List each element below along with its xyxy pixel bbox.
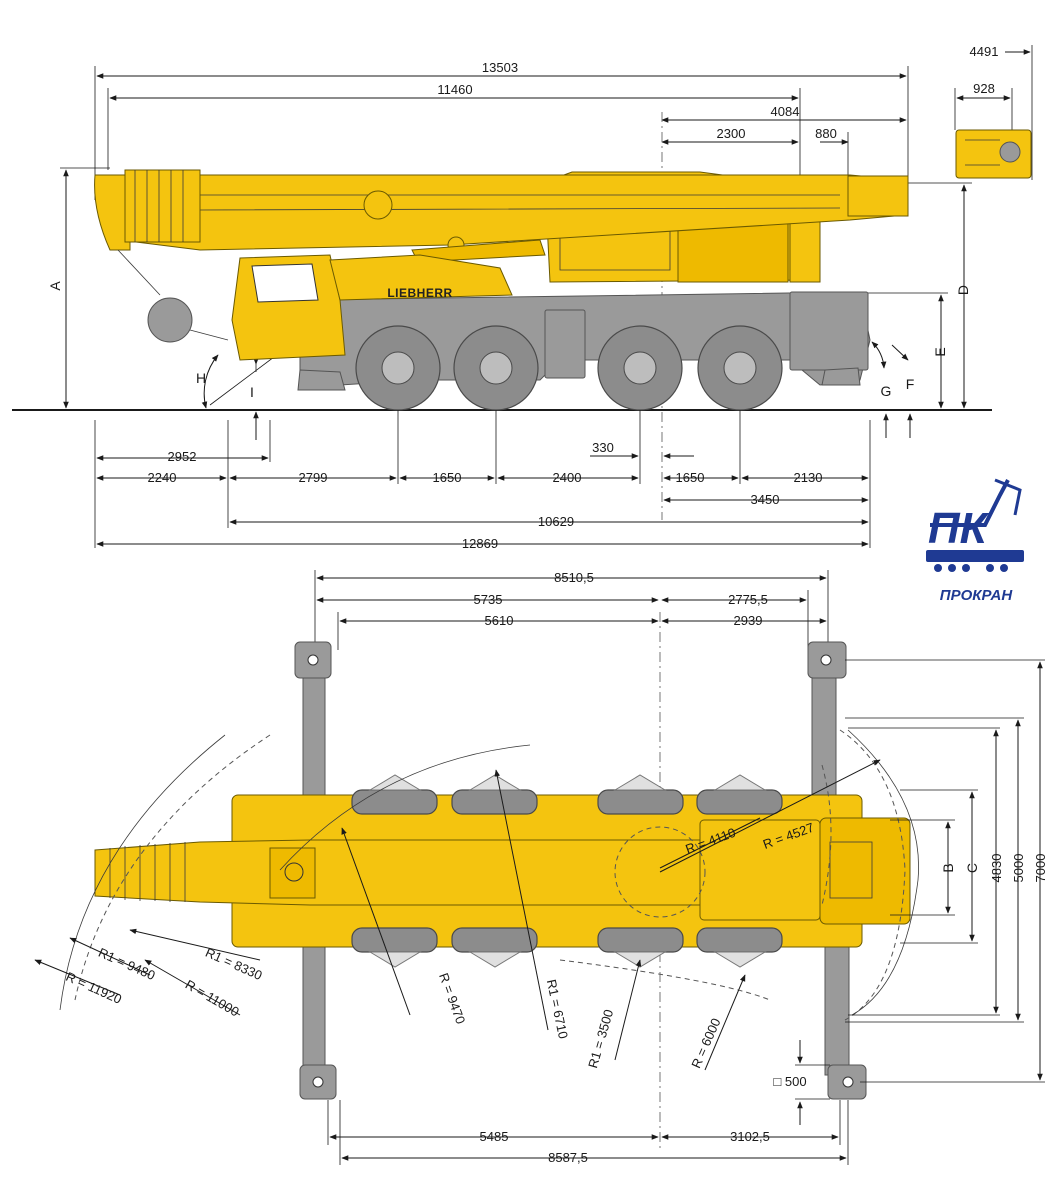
radius-r1-3500: R1 = 3500 bbox=[585, 1008, 616, 1070]
dim-label-d: D bbox=[955, 285, 971, 295]
dim-2799: 2799 bbox=[299, 470, 328, 485]
radius-11000: R = 11000 bbox=[183, 977, 242, 1020]
dim-10629: 10629 bbox=[538, 514, 574, 529]
dim-2130: 2130 bbox=[794, 470, 823, 485]
dim-330: 330 bbox=[592, 440, 614, 455]
top-tyres bbox=[351, 774, 783, 968]
dim-overall-length: 13503 bbox=[482, 60, 518, 75]
radius-r1-6710: R1 = 6710 bbox=[544, 978, 571, 1040]
top-view-top-dimensions bbox=[314, 570, 829, 650]
counterweight-top bbox=[819, 817, 911, 925]
top-view-bottom-dimensions bbox=[327, 1100, 849, 1165]
departure-angle-arc bbox=[871, 341, 887, 369]
dim-8587-5: 8587,5 bbox=[548, 1150, 588, 1165]
dim-label-e: E bbox=[932, 347, 948, 356]
radius-6000: R = 6000 bbox=[688, 1016, 723, 1071]
approach-angle-arc bbox=[201, 354, 219, 409]
dim-label-i: I bbox=[250, 384, 254, 400]
dim-928: 928 bbox=[973, 81, 995, 96]
logo-initials: ПК bbox=[928, 504, 990, 553]
dim-1650-a: 1650 bbox=[433, 470, 462, 485]
radius-leaders bbox=[34, 759, 881, 1071]
dim-label-h: H bbox=[196, 370, 206, 386]
dim-7000: 7000 bbox=[1033, 854, 1048, 883]
dim-counterweight-step: 880 bbox=[815, 126, 837, 141]
dim-3102-5: 3102,5 bbox=[730, 1129, 770, 1144]
brand-lettering: LIEBHERR bbox=[387, 286, 452, 300]
outriggers bbox=[294, 641, 867, 1100]
radius-r1-9480: R1 = 9480 bbox=[96, 945, 157, 983]
pad-size-label: □ 500 bbox=[773, 1074, 806, 1089]
dim-5735: 5735 bbox=[474, 592, 503, 607]
dim-rear-overhang: 4084 bbox=[771, 104, 800, 119]
side-bottom-dimensions bbox=[94, 410, 871, 548]
dim-4491: 4491 bbox=[970, 44, 999, 59]
radius-r1-8330: R1 = 8330 bbox=[203, 945, 264, 983]
radius-11920: R = 11920 bbox=[64, 969, 124, 1007]
dim-2400: 2400 bbox=[553, 470, 582, 485]
dim-2939: 2939 bbox=[734, 613, 763, 628]
crane-side-body: LIEBHERR bbox=[94, 169, 909, 391]
side-view: 13503 11460 4084 2300 880 A D E H I G bbox=[12, 44, 1033, 551]
dim-boom-length: 11460 bbox=[437, 82, 472, 97]
prokran-logo: ПК ПРОКРАН bbox=[926, 478, 1024, 604]
side-top-dimensions bbox=[94, 66, 909, 200]
dim-label-g: G bbox=[881, 383, 892, 399]
dim-3450: 3450 bbox=[751, 492, 780, 507]
dim-label-b: B bbox=[940, 863, 956, 872]
pad-size-dimension bbox=[795, 1040, 830, 1125]
dim-5485: 5485 bbox=[480, 1129, 509, 1144]
dim-4830: 4830 bbox=[989, 854, 1004, 883]
dim-2952: 2952 bbox=[168, 449, 197, 464]
cab-width-inset bbox=[954, 45, 1033, 180]
dim-label-c: C bbox=[964, 863, 980, 873]
swing-radius-arcs bbox=[59, 729, 919, 1021]
dim-label-a: A bbox=[47, 281, 63, 291]
dim-12869: 12869 bbox=[462, 536, 498, 551]
dim-5000: 5000 bbox=[1011, 854, 1026, 883]
dim-5610: 5610 bbox=[485, 613, 514, 628]
dim-2240: 2240 bbox=[148, 470, 177, 485]
dim-label-f: F bbox=[906, 376, 915, 392]
side-wheels bbox=[355, 325, 783, 411]
dim-turntable-offset: 2300 bbox=[717, 126, 746, 141]
boom-top bbox=[94, 839, 701, 906]
top-view: 8510,5 5735 2775,5 5610 2939 bbox=[34, 570, 1048, 1165]
dim-8510-5: 8510,5 bbox=[554, 570, 594, 585]
logo-name: ПРОКРАН bbox=[940, 587, 1014, 604]
turntable-circle bbox=[614, 826, 706, 918]
top-view-right-dimensions bbox=[845, 659, 1045, 1083]
dim-2775-5: 2775,5 bbox=[728, 592, 768, 607]
radius-9470: R = 9470 bbox=[436, 971, 468, 1026]
dim-1650-b: 1650 bbox=[676, 470, 705, 485]
